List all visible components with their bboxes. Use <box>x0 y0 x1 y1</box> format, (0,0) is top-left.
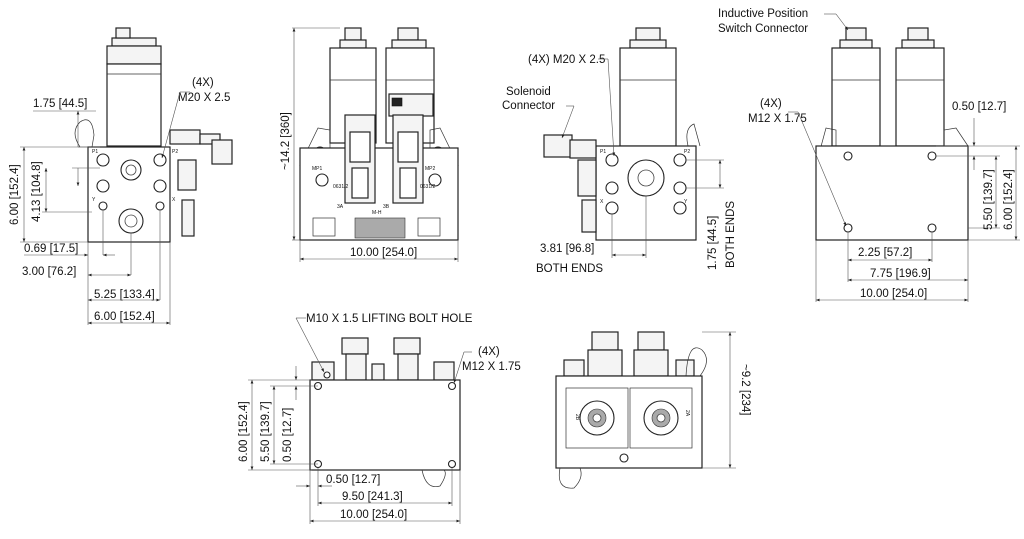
side1-mark-3b: 3B <box>383 204 390 210</box>
front-dim-x3: 5.25 [133.4] <box>94 289 155 301</box>
bottom-dim-h3: 0.50 [12.7] <box>282 408 294 462</box>
side1-dim-height: ~14.2 [360] <box>280 112 292 170</box>
port-label-p2: P2 <box>172 149 178 155</box>
side3-manifold-block <box>815 145 969 241</box>
side1-mark-mp2: MP2 <box>425 166 436 172</box>
side-view-3: Inductive Position Switch Connector (4X)… <box>718 8 1020 302</box>
bottom-dim-w3: 10.00 [254.0] <box>340 509 407 521</box>
solenoid-label-line1: Solenoid <box>506 86 551 98</box>
front-view: P1 P2 Y X (4X) M20 X 2.5 1.75 [44.5] 6.0… <box>9 27 233 325</box>
side3-callout-thread: M12 X 1.75 <box>748 113 807 125</box>
side3-dim-top-right: 0.50 [12.7] <box>952 101 1006 113</box>
side1-mark-p2: 0631/2 <box>420 184 436 190</box>
top-view: 2B 2A ~9.2 [234] <box>555 331 751 489</box>
side1-mark-p1: 0631/2 <box>333 184 349 190</box>
side1-mark-mh: M-H <box>372 210 382 216</box>
bottom-dim-w1: 0.50 [12.7] <box>326 474 380 486</box>
side3-dim-w2: 7.75 [196.9] <box>870 268 931 280</box>
side3-dim-h2: 6.00 [152.4] <box>1003 169 1015 230</box>
lifting-bolt-label: M10 X 1.5 LIFTING BOLT HOLE <box>306 313 473 325</box>
side2-port-p1: P1 <box>600 149 606 155</box>
side2-port-x: X <box>600 199 604 205</box>
top-mark-2a: 2A <box>684 410 690 417</box>
bottom-dim-w2: 9.50 [241.3] <box>342 491 403 503</box>
bottom-callout-qty: (4X) <box>478 346 500 358</box>
side3-callout-qty: (4X) <box>760 98 782 110</box>
top-dim-height: ~9.2 [234] <box>739 364 751 415</box>
front-dim-x2: 3.00 [76.2] <box>22 266 76 278</box>
front-dim-height: 6.00 [152.4] <box>9 164 21 225</box>
side-view-2: P1 P2 X Y (4X) M20 X 2.5 Solenoid Connec… <box>502 27 737 275</box>
side2-dim-y: 1.75 [44.5] <box>707 216 719 270</box>
side3-dim-w3: 10.00 [254.0] <box>860 288 927 300</box>
side2-port-p2: P2 <box>684 149 690 155</box>
top-mark-2b: 2B <box>574 414 580 421</box>
bottom-view: M10 X 1.5 LIFTING BOLT HOLE (4X) M12 X 1… <box>238 313 521 524</box>
port-label-x: X <box>172 197 176 203</box>
top-manifold-block <box>555 375 703 469</box>
side1-mark-mp1: MP1 <box>312 166 323 172</box>
bottom-callout-thread: M12 X 1.75 <box>462 361 521 373</box>
inductive-switch-label-line1: Inductive Position <box>718 8 808 20</box>
port-label-y: Y <box>92 197 96 203</box>
bottom-manifold-block <box>309 379 461 471</box>
front-dim-inner-height: 4.13 [104.8] <box>31 161 43 222</box>
bottom-dim-h2: 5.50 [139.7] <box>260 401 272 462</box>
front-callout-qty: (4X) <box>192 77 214 89</box>
side1-manifold-block <box>299 147 459 241</box>
solenoid-label-line2: Connector <box>502 100 555 112</box>
side1-dim-width: 10.00 [254.0] <box>350 247 417 259</box>
side2-dim-y-note: BOTH ENDS <box>725 201 737 268</box>
side2-callout: (4X) M20 X 2.5 <box>528 54 605 66</box>
side2-dim-x: 3.81 [96.8] <box>540 243 594 255</box>
lifting-loop-icon <box>74 119 95 148</box>
front-dim-x4: 6.00 [152.4] <box>94 311 155 323</box>
front-dim-top: 1.75 [44.5] <box>33 98 87 110</box>
side1-mark-3a: 3A <box>337 204 344 210</box>
side2-port-y: Y <box>684 199 688 205</box>
side3-dim-w1: 2.25 [57.2] <box>858 247 912 259</box>
inductive-switch-label-line2: Switch Connector <box>718 23 808 35</box>
side3-dim-h1: 5.50 [139.7] <box>983 169 995 230</box>
side2-dim-x-note: BOTH ENDS <box>536 263 603 275</box>
side-view-1: MP1 MP2 0631/2 0631/2 3A 3B M-H ~14.2 [3… <box>280 27 459 262</box>
port-label-p1: P1 <box>92 149 98 155</box>
front-callout-thread: M20 X 2.5 <box>178 92 230 104</box>
front-dim-x1: 0.69 [17.5] <box>24 243 78 255</box>
bottom-dim-h1: 6.00 [152.4] <box>238 401 250 462</box>
